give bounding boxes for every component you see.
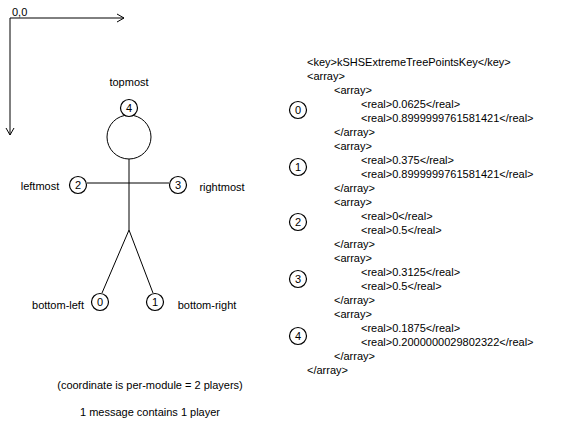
callout-text: 1 <box>146 293 164 311</box>
callout-number: 4 <box>289 327 307 345</box>
callout-outline <box>92 294 109 311</box>
plist-line: </array> <box>307 364 348 377</box>
callout-text: 3 <box>289 270 307 288</box>
callout-number: 0 <box>289 101 307 119</box>
x-axis-arrowhead <box>117 14 124 22</box>
callout-outline <box>70 177 87 194</box>
callout-outline <box>170 177 187 194</box>
plist-line: <real>0.5</real> <box>361 224 442 237</box>
plist-line: </array> <box>334 126 375 139</box>
y-axis <box>10 18 11 135</box>
point-name: bottom-left <box>32 299 84 312</box>
callout-outline <box>290 159 307 176</box>
plist-line: <real>0.8999999761581421</real> <box>361 112 534 125</box>
stick-arms <box>87 183 169 184</box>
plist-line: <real>0.375</real> <box>361 154 454 167</box>
note: (coordinate is per-module = 2 players) <box>57 379 243 392</box>
point-name: topmost <box>109 76 148 89</box>
plist-line: <real>0.3125</real> <box>361 266 460 279</box>
callout-text: 4 <box>120 99 138 117</box>
plist-line: <real>0.8999999761581421</real> <box>361 168 534 181</box>
plist-line: <key>kSHSExtremeTreePointsKey</key> <box>307 56 511 69</box>
plist-line: <array> <box>334 84 372 97</box>
plist-line: <real>0.0625</real> <box>361 98 460 111</box>
callout-number: 2 <box>289 213 307 231</box>
plist-line: </array> <box>334 350 375 363</box>
plist-line: <array> <box>334 308 372 321</box>
plist-line: </array> <box>334 182 375 195</box>
stick-head <box>107 115 151 159</box>
callout-text: 0 <box>91 293 109 311</box>
callout-outline <box>290 214 307 231</box>
callout-number: 2 <box>69 176 87 194</box>
point-name: rightmost <box>199 181 244 194</box>
plist-line: </array> <box>334 238 375 251</box>
callout-outline <box>290 271 307 288</box>
callout-outline <box>290 102 307 119</box>
plist-line: </array> <box>334 294 375 307</box>
callout-outline <box>147 294 164 311</box>
callout-number: 3 <box>169 176 187 194</box>
callout-number: 0 <box>91 293 109 311</box>
callout-number: 1 <box>289 158 307 176</box>
note: 1 message contains 1 player <box>80 406 220 419</box>
callout-outline <box>121 100 138 117</box>
plist-line: <real>0.5</real> <box>361 280 442 293</box>
plist-line: <array> <box>334 252 372 265</box>
callout-text: 4 <box>289 327 307 345</box>
point-name: bottom-right <box>178 299 237 312</box>
callout-text: 2 <box>289 213 307 231</box>
axis-origin-label: 0,0 <box>12 6 27 19</box>
plist-line: <real>0</real> <box>361 210 433 223</box>
callout-number: 3 <box>289 270 307 288</box>
callout-text: 1 <box>289 158 307 176</box>
callout-text: 3 <box>169 176 187 194</box>
plist-line: <real>0.2000000029802322</real> <box>361 336 534 349</box>
plist-line: <array> <box>334 140 372 153</box>
plist-line: <real>0.1875</real> <box>361 322 460 335</box>
x-axis <box>10 18 124 19</box>
plist-line: <array> <box>334 196 372 209</box>
callout-number: 1 <box>146 293 164 311</box>
y-axis-arrowhead <box>6 128 14 135</box>
callout-number: 4 <box>120 99 138 117</box>
stick-leg <box>102 230 129 293</box>
stick-body <box>129 159 130 230</box>
callout-text: 0 <box>289 101 307 119</box>
stick-leg <box>129 230 153 293</box>
point-name: leftmost <box>21 180 60 193</box>
callout-outline <box>290 328 307 345</box>
callout-text: 2 <box>69 176 87 194</box>
plist-line: <array> <box>307 70 345 83</box>
